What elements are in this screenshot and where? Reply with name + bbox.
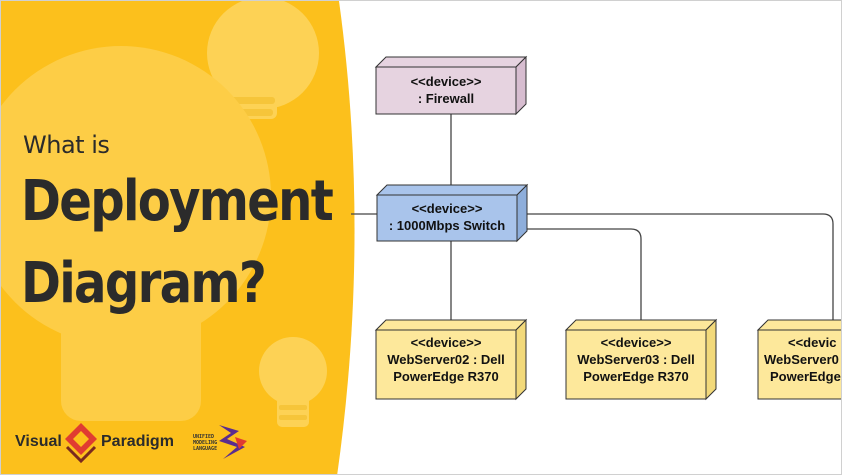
- bulb-large-decoration: [1, 46, 271, 421]
- uml-caption: UNIFIED MODELING LANGUAGE: [193, 434, 217, 452]
- webserver02-model: PowerEdge R370: [393, 369, 499, 384]
- webserver04-label: <<devic WebServer0 PowerEdge: [764, 334, 841, 385]
- webserver03-label: <<device>> WebServer03 : Dell PowerEdge …: [566, 334, 706, 385]
- title-deployment: Deployment: [21, 169, 334, 234]
- webserver03-model: PowerEdge R370: [583, 369, 689, 384]
- uml-caption-line3: LANGUAGE: [193, 446, 218, 452]
- brand-paradigm: Paradigm: [101, 433, 174, 450]
- uml-logo-icon: [219, 425, 247, 459]
- switch-label: <<device>> : 1000Mbps Switch: [377, 200, 517, 234]
- webserver03-name: WebServer03 : Dell: [577, 352, 695, 367]
- node-webserver04: [756, 319, 841, 400]
- webserver02-label: <<device>> WebServer02 : Dell PowerEdge …: [376, 334, 516, 385]
- node-webserver03: [564, 318, 718, 401]
- webserver02-name: WebServer02 : Dell: [387, 352, 505, 367]
- webserver04-model: PowerEdge: [770, 369, 841, 384]
- node-webserver02: [374, 318, 528, 401]
- switch-stereotype: <<device>>: [411, 201, 483, 216]
- connection-lines: [351, 114, 834, 321]
- firewall-stereotype: <<device>>: [410, 74, 482, 89]
- uml-caption-line1: UNIFIED: [193, 434, 215, 440]
- uml-caption-line2: MODELING: [193, 440, 218, 446]
- visual-paradigm-logo-icon: [65, 423, 97, 464]
- node-switch: [375, 183, 529, 243]
- brand-visual: Visual: [15, 433, 62, 450]
- node-firewall: [374, 55, 528, 116]
- firewall-label: <<device>> : Firewall: [376, 73, 516, 107]
- title-what-is: What is: [23, 131, 110, 159]
- webserver03-stereotype: <<device>>: [600, 335, 672, 350]
- bulb-bottom-decoration: [259, 337, 327, 427]
- webserver04-stereotype: <<devic: [788, 335, 837, 350]
- switch-name: : 1000Mbps Switch: [388, 218, 506, 233]
- webserver02-stereotype: <<device>>: [410, 335, 482, 350]
- webserver04-name: WebServer0: [764, 352, 839, 367]
- firewall-name: : Firewall: [417, 91, 475, 106]
- title-diagram: Diagram?: [21, 251, 267, 316]
